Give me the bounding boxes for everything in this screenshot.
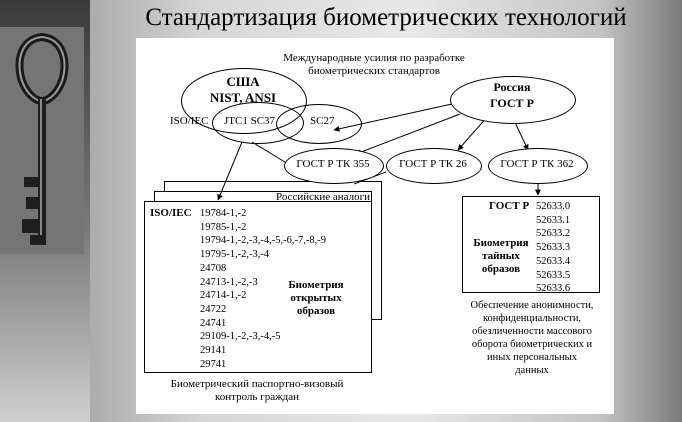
iso-standards-list: 19784-1,-2 19785-1,-2 19794-1,-2,-3,-4,-… <box>200 207 326 371</box>
secret-biometrics-label-1: Биометрия <box>473 237 529 249</box>
tk355-label: ГОСТ Р ТК 355 <box>296 158 370 170</box>
arrow-iso-to-left-box <box>217 141 243 201</box>
right-caption-line-3: обезличенности массового <box>472 326 592 337</box>
gost-standard-item: 52633.4 <box>536 255 571 267</box>
gost-standards-heading: ГОСТ Р <box>489 200 530 212</box>
iso-standard-item: 24708 <box>200 262 227 274</box>
iso-standards-box <box>144 201 372 373</box>
right-caption-line-1: Обеспечение анонимности, <box>470 300 594 311</box>
open-biometrics-label-2: открытых <box>290 292 342 304</box>
right-caption-line-2: конфиденциальности, <box>482 313 582 324</box>
open-biometrics-label-3: образов <box>296 305 336 317</box>
iso-standard-item: 29109-1,-2,-3,-4,-5 <box>200 331 281 343</box>
gost-standard-item: 52633.1 <box>536 214 571 226</box>
tk362-ellipse <box>488 148 588 184</box>
key-photo <box>0 27 84 254</box>
iso-standard-item: 29141 <box>200 345 227 357</box>
tk362-label: ГОСТ Р ТК 362 <box>500 158 574 170</box>
iso-standard-item: 24722 <box>200 303 227 315</box>
gost-standard-item: 52633.3 <box>536 242 571 254</box>
key-icon <box>0 27 84 254</box>
iso-standard-item: 29741 <box>200 358 227 370</box>
tk355-ellipse <box>284 148 384 184</box>
russia-ellipse <box>450 76 576 124</box>
right-caption-line-6: данных <box>515 365 549 376</box>
usa-orgs-label: NIST, ANSI <box>209 90 277 105</box>
iso-standard-item: 19795-1,-2,-3,-4 <box>200 249 270 261</box>
right-caption-line-5: иных персональных <box>487 352 577 363</box>
arrow-russia-to-tk355 <box>355 113 461 155</box>
tk26-label: ГОСТ Р ТК 26 <box>399 158 467 170</box>
right-caption-line-4: оборота биометрических и <box>471 339 593 350</box>
iso-standard-item: 19785-1,-2 <box>200 221 247 233</box>
secret-biometrics-label-3: образов <box>481 263 521 275</box>
gost-standard-item: 52633.5 <box>536 269 571 281</box>
arrow-russia-to-tk26 <box>457 115 489 151</box>
iso-standard-item: 24741 <box>200 317 227 329</box>
iso-standard-item: 24713-1,-2,-3 <box>200 276 258 288</box>
iso-standards-heading: ISO/IEC <box>150 207 192 219</box>
slide-title: Стандартизация биометрических технологий <box>145 4 627 31</box>
tk26-ellipse <box>386 148 482 184</box>
sc27-ellipse <box>276 104 362 144</box>
iso-iec-label: ISO/IEC <box>170 115 209 127</box>
iso-standard-item: 24714-1,-2 <box>200 290 247 302</box>
secret-biometrics-label-2: тайных <box>482 250 520 262</box>
top-caption-line-1: Международные усилия по разработке <box>283 52 465 64</box>
iso-standard-item: 19784-1,-2 <box>200 208 247 219</box>
gost-standard-item: 52633.6 <box>536 283 571 295</box>
sc27-label: SC27 <box>310 115 335 127</box>
gost-standards-list: 52633.0 52633.1 52633.2 52633.3 52633.4 … <box>536 200 570 296</box>
open-biometrics-label-1: Биометрия <box>288 279 344 291</box>
russian-analogs-label: Российские аналоги <box>276 191 371 203</box>
jtc1-sc37-label: JTC1 SC37 <box>224 115 276 127</box>
iso-standard-item: 19794-1,-2,-3,-4,-5,-6,-7,-8,-9 <box>200 235 326 247</box>
russia-label: Россия <box>493 80 531 94</box>
left-caption-line-2: контроль граждан <box>214 391 300 403</box>
usa-label: США <box>226 74 260 89</box>
gost-standard-item: 52633.0 <box>536 201 571 212</box>
russia-gost-label: ГОСТ Р <box>490 96 534 110</box>
top-caption-line-2: биометрических стандартов <box>308 65 440 77</box>
left-caption-line-1: Биометрический паспортно-визовый <box>170 378 344 390</box>
gost-standard-item: 52633.2 <box>536 228 571 240</box>
gost-standards-box <box>462 196 600 293</box>
